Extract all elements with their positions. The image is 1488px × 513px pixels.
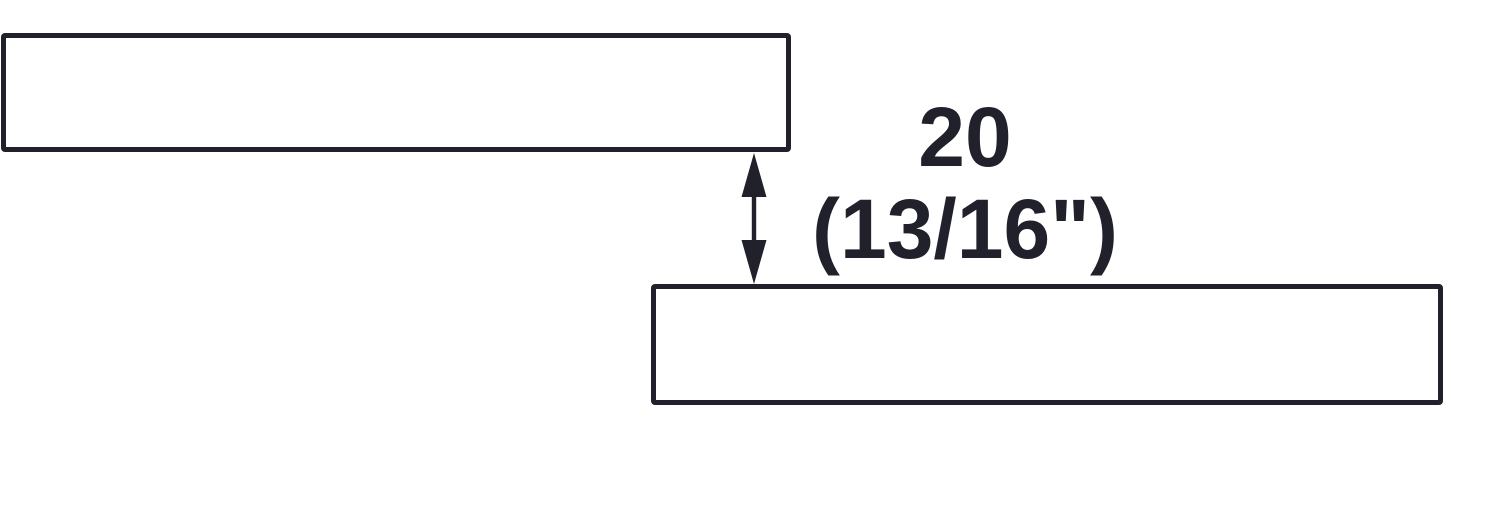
double-arrow-icon — [741, 153, 767, 284]
upper-panel — [1, 33, 791, 152]
lower-panel — [651, 284, 1443, 405]
dimension-value-mm: 20 — [918, 90, 1012, 184]
dimension-label: 20 (13/16") — [790, 91, 1140, 275]
dimension-value-inch: (13/16") — [812, 182, 1118, 276]
